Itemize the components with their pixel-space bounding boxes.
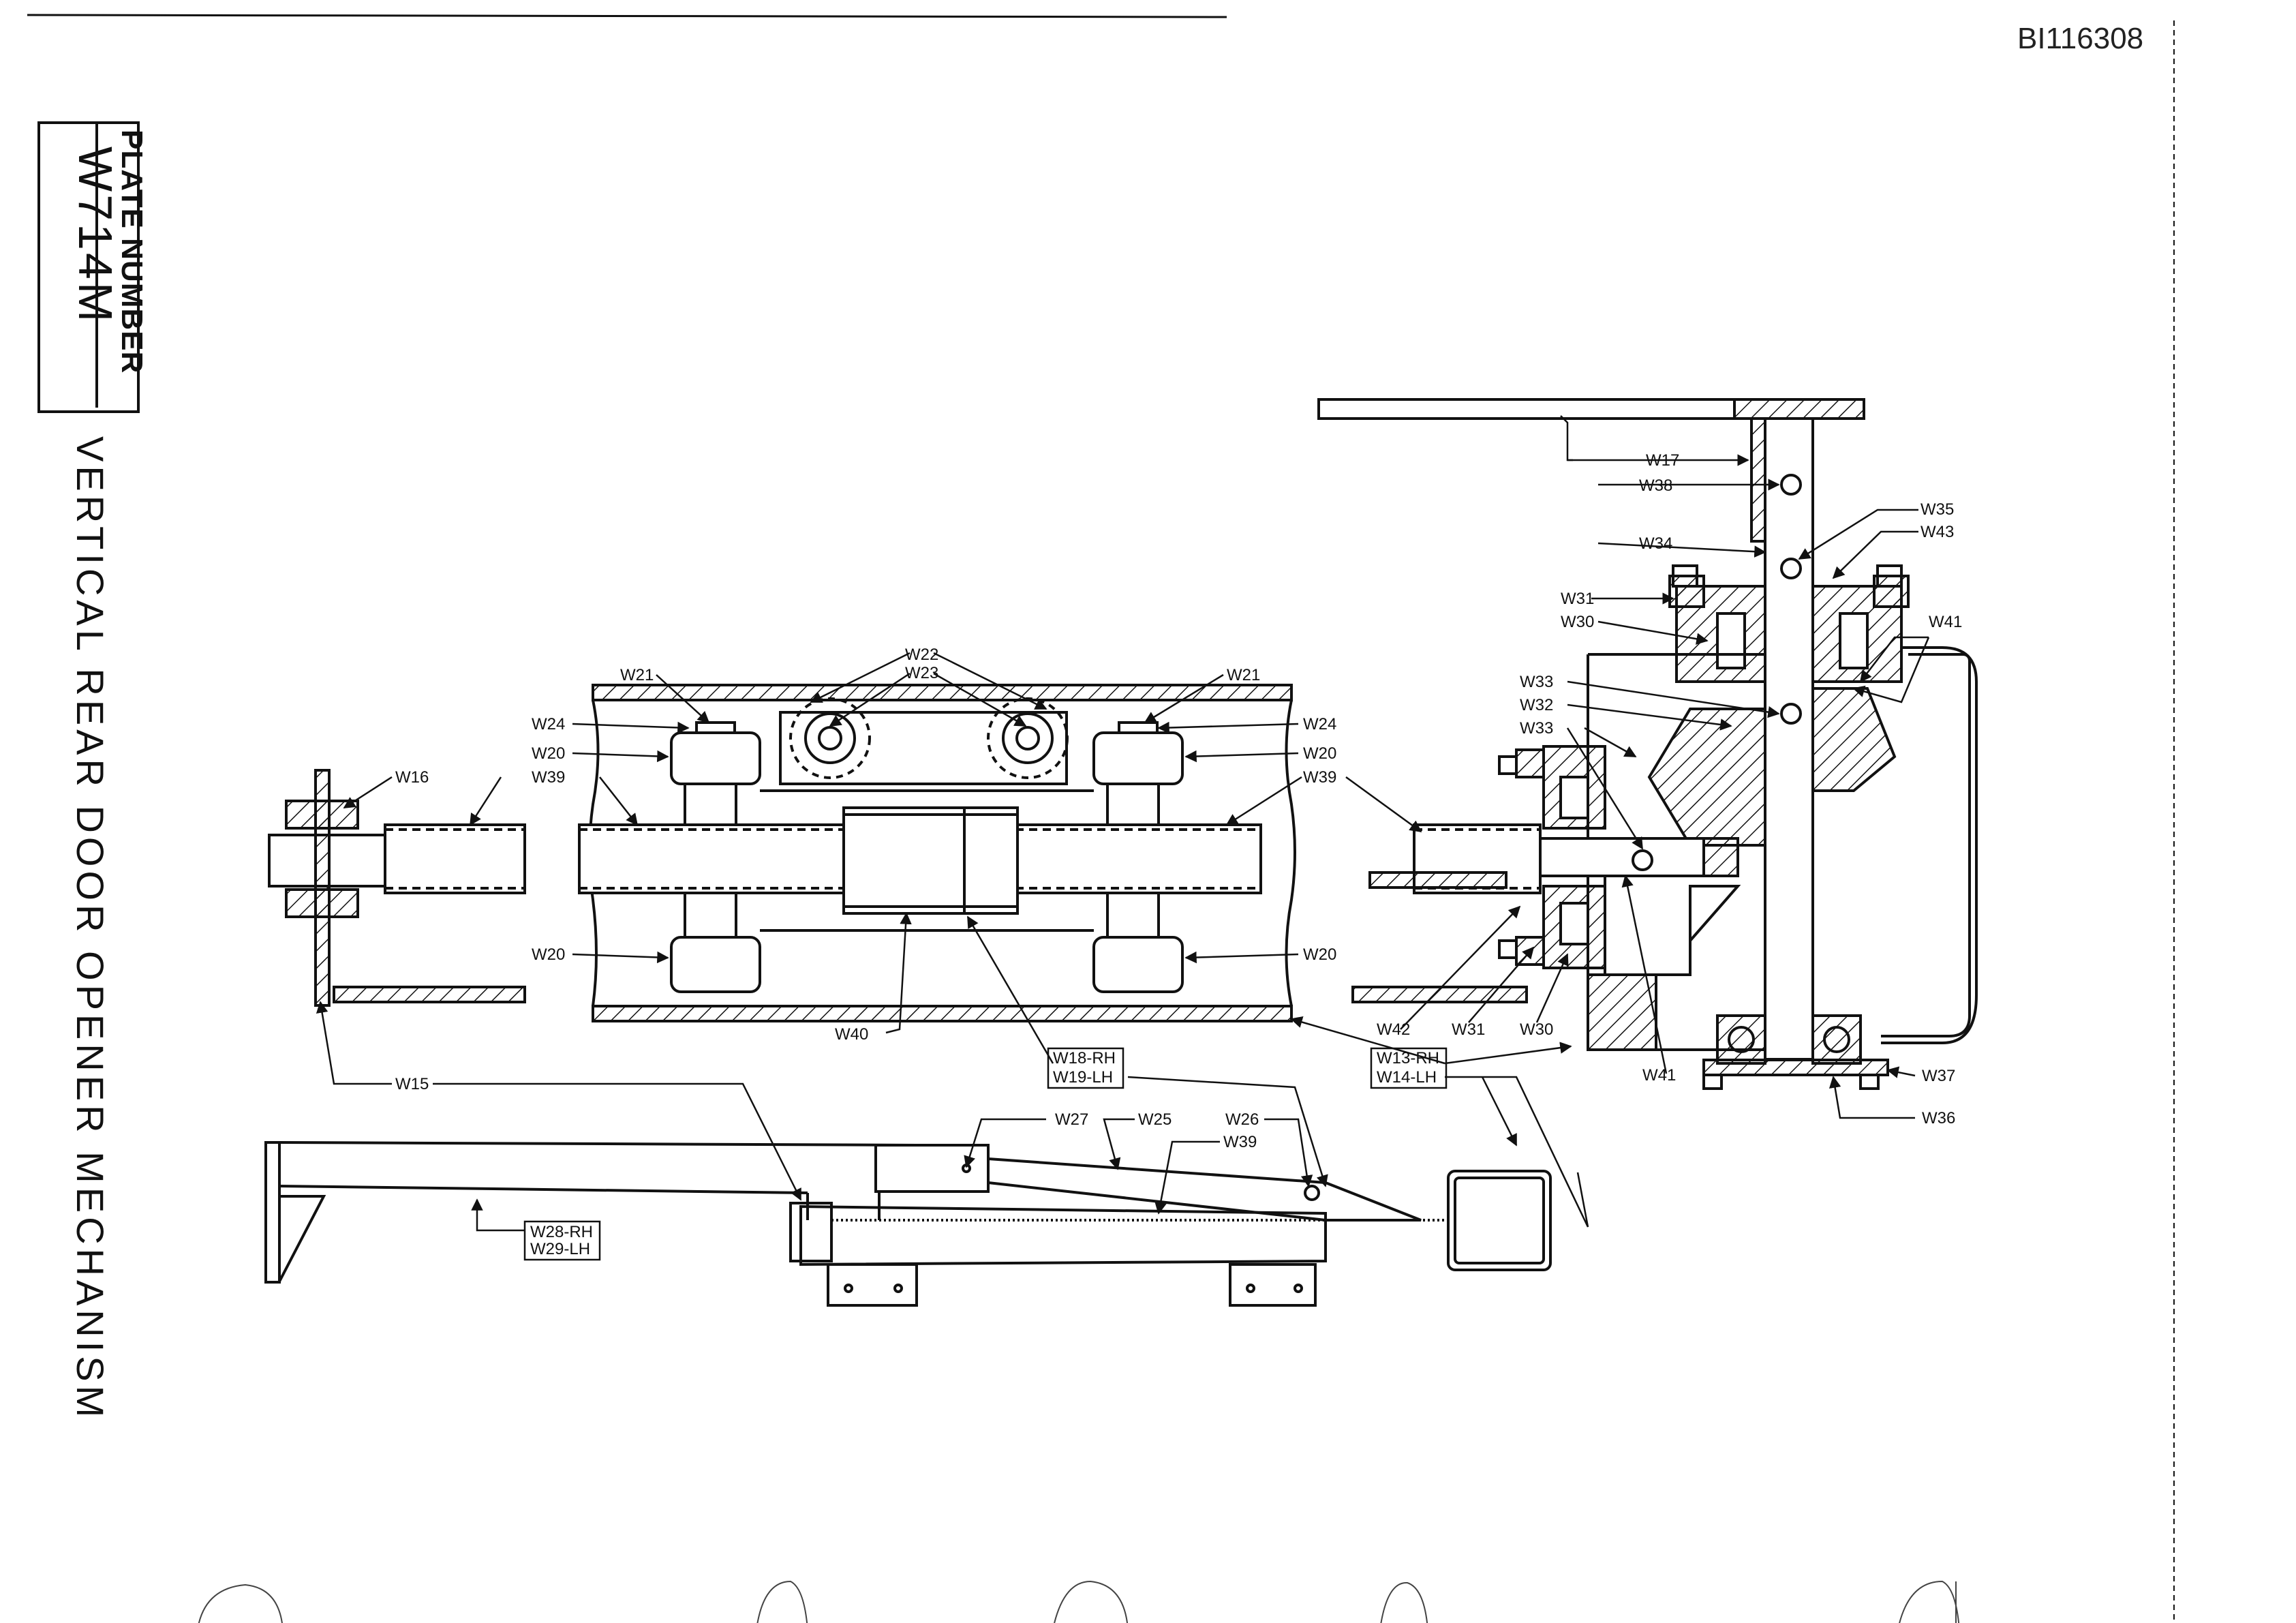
callout-w31-bot: W31: [1452, 1020, 1485, 1039]
callout-w25: W25: [1138, 1110, 1172, 1129]
callout-w43: W43: [1920, 523, 1954, 541]
callout-w22: W22: [905, 646, 938, 664]
plate-number: W714M: [69, 147, 122, 325]
plate-label: PLATE NUMBER: [115, 130, 149, 374]
pin-w38: [1780, 474, 1802, 496]
callout-w35: W35: [1920, 500, 1954, 519]
callout-w39-lower: W39: [1223, 1133, 1257, 1151]
callout-w20-tr: W20: [1303, 744, 1336, 763]
roller-w20-tl: [670, 731, 761, 785]
left-shaft-assembly: [268, 769, 526, 1007]
callout-w27: W27: [1055, 1110, 1088, 1129]
roller-w20-bl: [670, 936, 761, 993]
carriage-assembly: [578, 684, 1296, 1022]
roller-w20-br: [1092, 936, 1184, 993]
callout-w28: W28-RH: [530, 1223, 593, 1241]
callout-w33-a: W33: [1520, 673, 1553, 691]
callout-w31-top: W31: [1561, 590, 1594, 608]
callout-w39-left: W39: [532, 768, 565, 787]
pin-w32: [1780, 703, 1802, 725]
callout-w15: W15: [395, 1075, 429, 1093]
punch-hole-marks: [198, 1580, 1960, 1623]
callout-w34: W34: [1639, 534, 1672, 553]
callout-w24-right: W24: [1303, 715, 1336, 733]
callout-w40: W40: [835, 1025, 868, 1044]
callout-w41-top: W41: [1929, 613, 1962, 631]
callout-w18: W18-RH: [1053, 1049, 1116, 1067]
callout-w14: W14-LH: [1377, 1068, 1437, 1087]
callout-w20-bl: W20: [532, 945, 565, 964]
callout-w37: W37: [1922, 1067, 1955, 1085]
lower-linkage-assembly: [264, 1141, 1552, 1307]
border-line-top: [27, 14, 1227, 18]
callout-labels: W17 W38 W34 W35 W43 W31 W30 W41 W33 W32 …: [395, 451, 1962, 1258]
drawing-title: VERTICAL REAR DOOR OPENER MECHANISM: [69, 436, 112, 1422]
callout-w41-bot: W41: [1642, 1066, 1676, 1084]
gear-housing-assembly: [1317, 398, 1978, 1090]
callout-w42: W42: [1377, 1020, 1410, 1039]
roller-w20-tr: [1092, 731, 1184, 785]
callout-w30-top: W30: [1561, 613, 1594, 631]
callout-w32: W32: [1520, 696, 1553, 714]
callout-w29: W29-LH: [530, 1240, 590, 1258]
callout-w36: W36: [1922, 1109, 1955, 1127]
callout-w30-bot: W30: [1520, 1020, 1553, 1039]
callout-w19: W19-LH: [1053, 1068, 1113, 1087]
callout-w20-br: W20: [1303, 945, 1336, 964]
callout-w13: W13-RH: [1377, 1049, 1439, 1067]
callout-w23: W23: [905, 664, 938, 682]
callout-w24-left: W24: [532, 715, 565, 733]
callout-w16: W16: [395, 768, 429, 787]
callout-w21-right: W21: [1227, 666, 1260, 684]
document-id: BI116308: [2017, 22, 2144, 55]
callout-w39-right: W39: [1303, 768, 1336, 787]
pin-w35: [1780, 558, 1802, 579]
callout-w17: W17: [1646, 451, 1679, 470]
callout-w26: W26: [1225, 1110, 1259, 1129]
callout-w33-b: W33: [1520, 719, 1553, 738]
callout-w38: W38: [1639, 476, 1672, 495]
plate-number-box: [37, 121, 140, 413]
pin-w33: [1632, 849, 1653, 871]
right-shaft-section: [1351, 823, 1542, 1003]
callout-w20-tl: W20: [532, 744, 565, 763]
callout-w21-left: W21: [620, 666, 654, 684]
plate-box-divider: [95, 121, 98, 408]
